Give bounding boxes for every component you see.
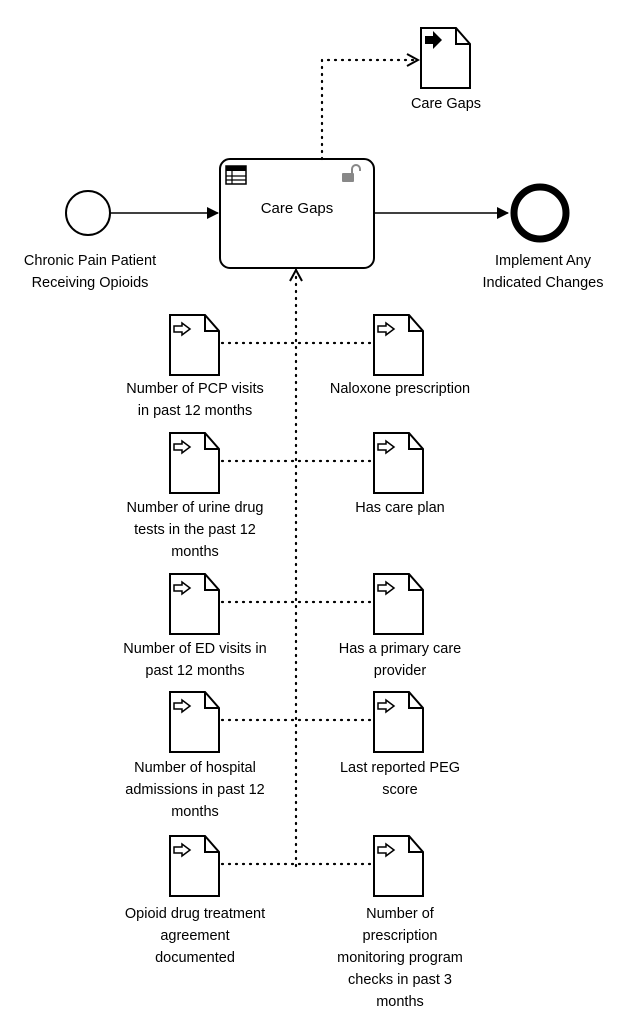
input-data-object-icon-left-1 — [169, 314, 220, 376]
input-label-left-5: Opioid drug treatment agreement document… — [124, 906, 266, 966]
input-data-object-icon-right-2 — [373, 432, 424, 494]
input-data-object-icon-right-1 — [373, 314, 424, 376]
input-data-object-icon-right-5 — [373, 835, 424, 897]
input-data-object-icon-left-3 — [169, 573, 220, 635]
output-association — [320, 60, 418, 161]
input-label-right-5: Number of prescription monitoring progra… — [337, 906, 463, 1010]
input-label-right-1: Naloxone prescription — [329, 381, 471, 397]
input-label-right-2: Has care plan — [355, 500, 445, 516]
input-data-object-icon-left-5 — [169, 835, 220, 897]
end-event — [510, 183, 570, 243]
table-icon — [225, 165, 247, 185]
input-data-object-icon-left-2 — [169, 432, 220, 494]
input-data-object-icon-left-4 — [169, 691, 220, 753]
input-label-right-3: Has a primary care provider — [338, 641, 462, 679]
start-event-label: Chronic Pain Patient Receiving Opioids — [23, 253, 157, 291]
output-label: Care Gaps — [410, 96, 482, 112]
input-label-left-1: Number of PCP visits in past 12 months — [126, 381, 264, 419]
input-data-object-icon-right-4 — [373, 691, 424, 753]
input-label-left-2: Number of urine drug tests in the past 1… — [126, 500, 264, 560]
input-data-object-icon-right-3 — [373, 573, 424, 635]
output-data-object-icon — [420, 27, 471, 89]
end-event-label: Implement Any Indicated Changes — [482, 253, 604, 291]
task-label: Care Gaps — [260, 200, 334, 217]
unlocked-padlock-icon — [342, 164, 361, 182]
start-event — [65, 190, 111, 236]
input-label-left-3: Number of ED visits in past 12 months — [123, 641, 267, 679]
input-label-right-4: Last reported PEG score — [339, 760, 461, 798]
input-label-left-4: Number of hospital admissions in past 12… — [125, 760, 265, 820]
